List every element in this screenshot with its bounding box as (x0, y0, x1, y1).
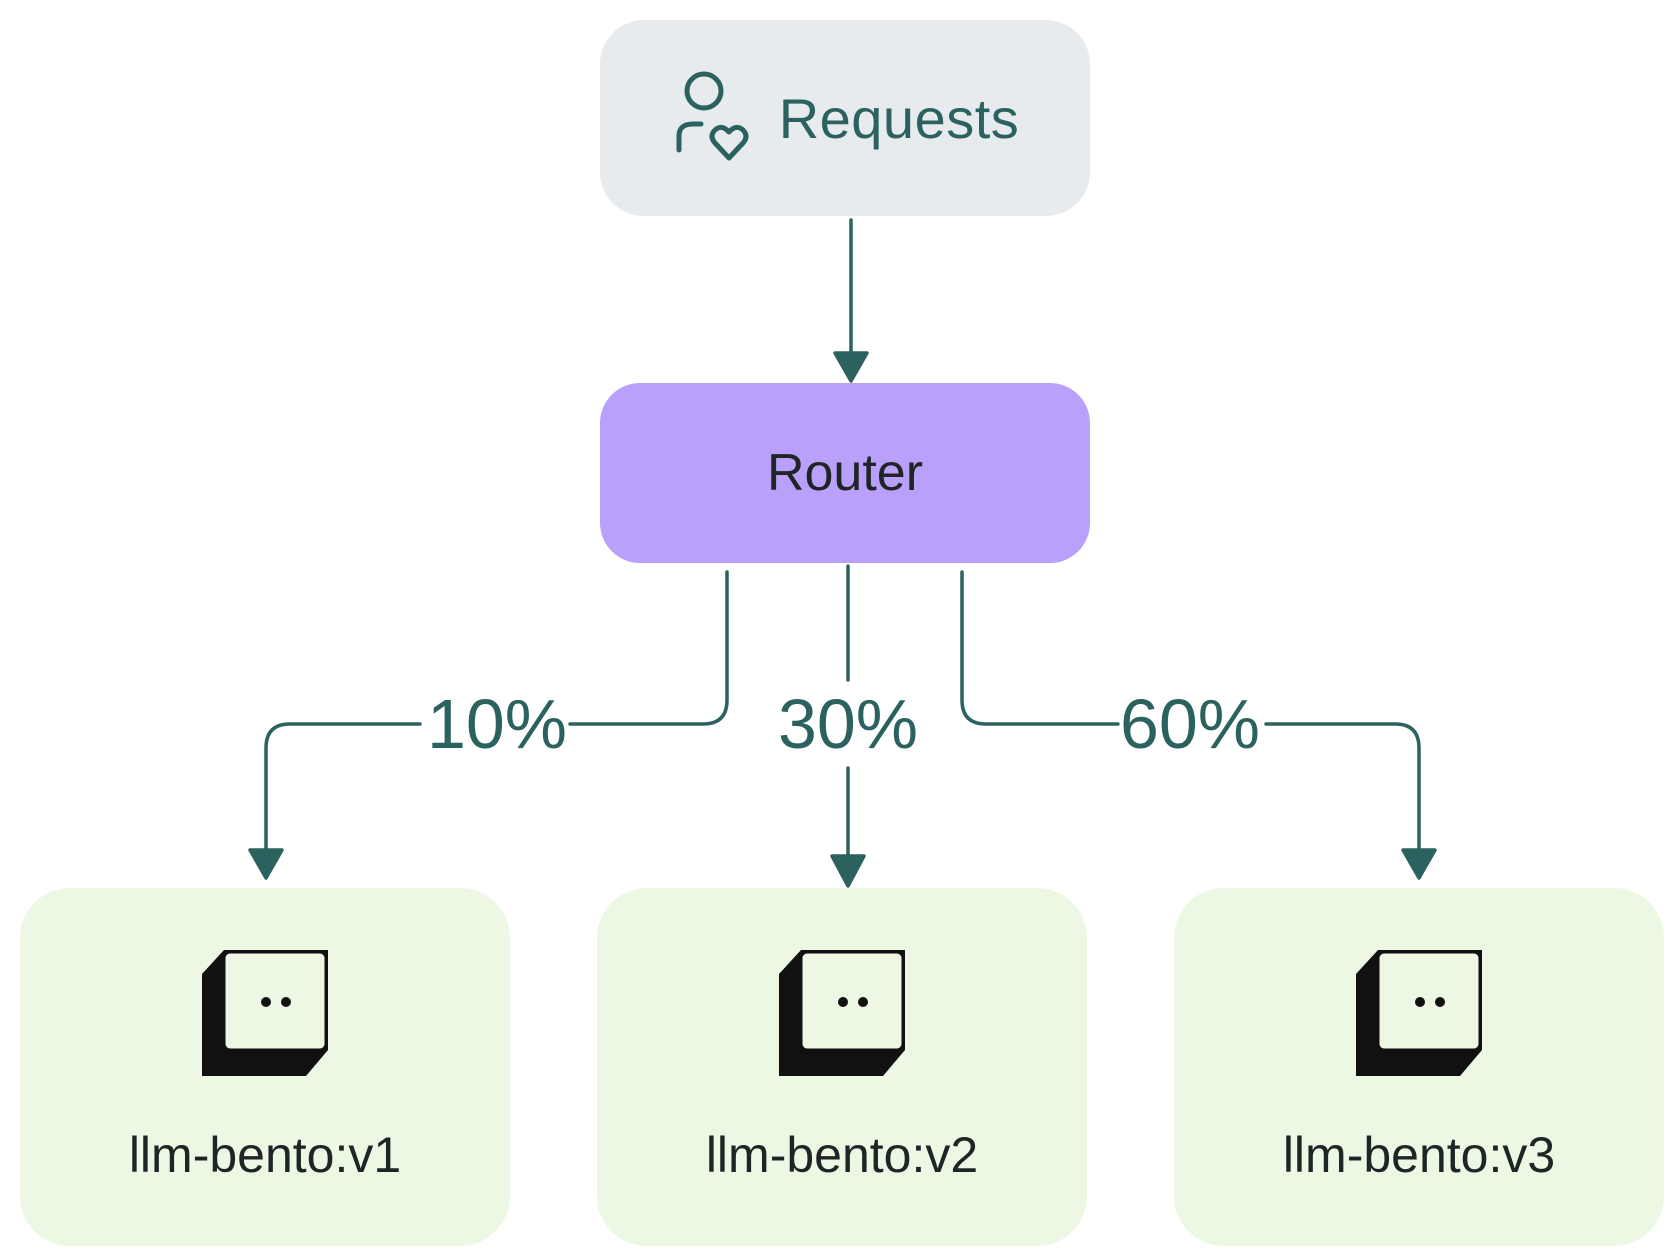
bento-label-v3: llm-bento:v3 (1282, 1127, 1556, 1183)
bento-node-v1: llm-bento:v1 (20, 888, 510, 1246)
edge-router-to-v3 (960, 570, 1421, 854)
router-label: Router (766, 444, 924, 502)
bento-box-icon (200, 950, 330, 1080)
edge-label-60-percent: 60% (1120, 685, 1260, 763)
bento-box-icon (1354, 950, 1484, 1080)
edge-router-to-v1 (264, 570, 729, 854)
arrowhead-v3 (1401, 848, 1437, 880)
arrowhead-router (833, 351, 869, 383)
edge-label-30-percent: 30% (778, 685, 918, 763)
bento-label-v2: llm-bento:v2 (705, 1127, 979, 1183)
requests-node: Requests (600, 20, 1090, 216)
router-node: Router (600, 383, 1090, 563)
bento-box-icon (777, 950, 907, 1080)
arrowhead-v2 (830, 854, 866, 888)
arrowhead-v1 (248, 848, 284, 880)
user-heart-icon (671, 70, 755, 167)
bento-label-v1: llm-bento:v1 (128, 1127, 402, 1183)
bento-node-v2: llm-bento:v2 (597, 888, 1087, 1246)
edge-label-10-percent: 10% (427, 685, 567, 763)
requests-label: Requests (778, 86, 1020, 150)
bento-node-v3: llm-bento:v3 (1174, 888, 1664, 1246)
